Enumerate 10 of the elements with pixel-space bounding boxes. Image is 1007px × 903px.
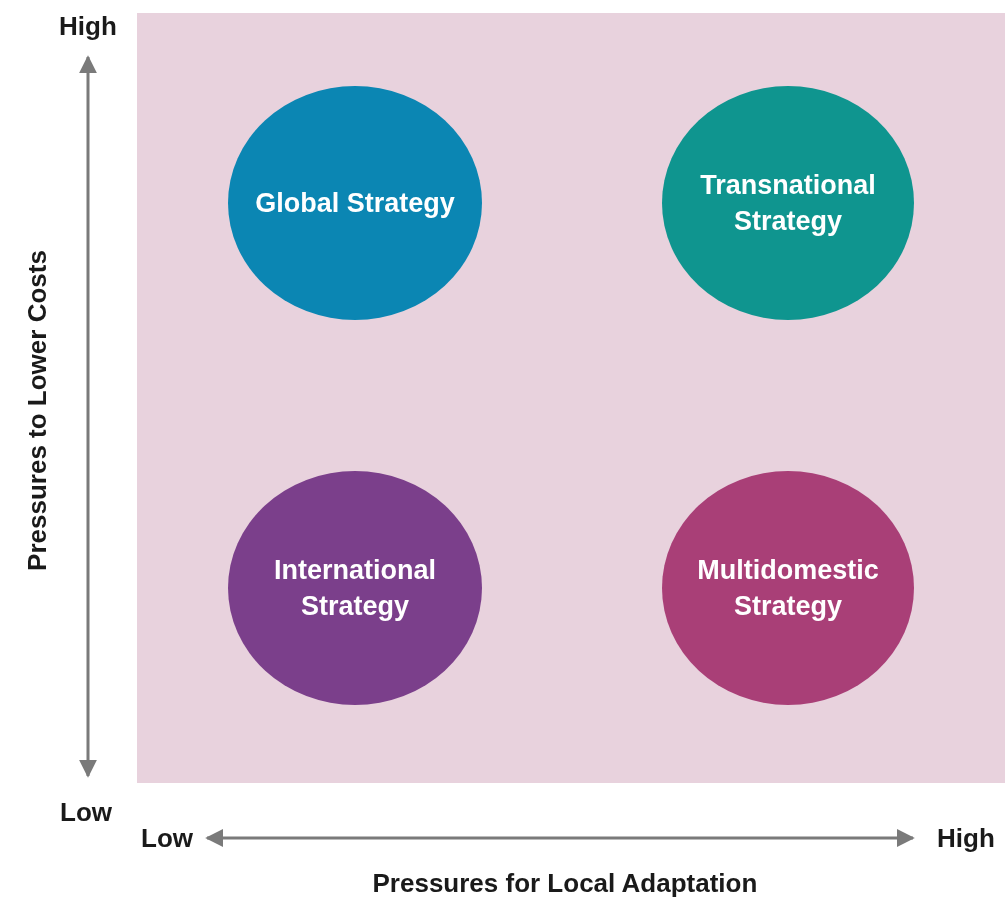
x-axis-title: Pressures for Local Adaptation bbox=[372, 867, 758, 899]
y-axis-title: Pressures to Lower Costs bbox=[21, 249, 53, 571]
axis-high-label: High bbox=[59, 10, 117, 42]
strategy-label: Transnational Strategy bbox=[699, 168, 877, 238]
axis-low-label: Low bbox=[141, 822, 193, 854]
axis-high-label: High bbox=[937, 822, 995, 854]
strategy-label: Multidomestic Strategy bbox=[696, 553, 880, 623]
strategy-label: International Strategy bbox=[273, 553, 437, 623]
strategy-label: Global Strategy bbox=[255, 186, 455, 220]
axis-low-label: Low bbox=[60, 796, 112, 828]
